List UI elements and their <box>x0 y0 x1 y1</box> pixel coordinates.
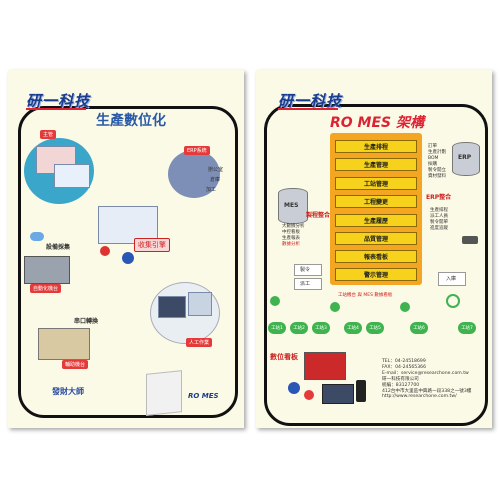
contact-tel: TEL：04-24518699 <box>382 359 426 364</box>
right-item-list: 生產排程 派工人員 製令開單 進度追蹤 <box>430 208 448 232</box>
erp-integrate-label: ERP整合 <box>426 194 452 201</box>
order-label: 製令 <box>300 267 311 273</box>
erp-item-process: 加工 <box>206 187 217 193</box>
contact-email[interactable]: E-mail：service@researchone.com.tw <box>382 371 469 376</box>
erp-circle <box>168 150 220 198</box>
equipment-collect-label: 設備採集 <box>46 244 71 251</box>
manual-work-tag: 人工作業 <box>186 338 213 347</box>
footer-logo: 發財大師 <box>52 387 84 396</box>
flow-node <box>400 302 410 312</box>
management-screen-2 <box>54 164 90 188</box>
erp-item: 生產計劃 <box>428 150 446 155</box>
laptop-image <box>322 384 354 404</box>
stock-in-box <box>438 272 466 286</box>
left-page-frame <box>18 106 238 418</box>
auto-machine-image <box>24 256 70 284</box>
gear-icon <box>122 252 134 264</box>
erp-item: 採購 <box>428 162 437 167</box>
collect-dashboard <box>98 206 158 244</box>
mobile-image <box>356 380 366 402</box>
auto-machine-tag: 自動化機台 <box>30 284 62 293</box>
contact-company: 研一科技有限公司 <box>382 377 419 382</box>
mes-item: 中控看板 <box>282 230 300 235</box>
module-production-schedule: 生產排程 <box>335 140 417 153</box>
mes-item: 大數據分析 <box>282 224 305 229</box>
module-engineering-change: 工程變更 <box>335 195 417 208</box>
mes-integrate-label: 製程整合 <box>306 212 331 219</box>
right-item: 生產排程 <box>430 208 448 213</box>
digital-board-screen <box>304 352 346 380</box>
module-station-management: 工站管理 <box>335 177 417 190</box>
gear-icon <box>288 382 300 394</box>
checkmark-icon <box>446 294 460 308</box>
erp-database-icon <box>452 142 480 176</box>
digital-board-title: 數位看板 <box>270 353 298 361</box>
flow-step: 工站3 <box>312 322 330 334</box>
mes-item: 數據分析 <box>282 242 300 247</box>
flow-step: 工站7 <box>458 322 476 334</box>
manual-screen <box>158 296 186 318</box>
left-brochure-page <box>8 70 244 428</box>
footer-product-name: RO MES <box>188 392 219 400</box>
mes-database-icon <box>278 188 308 224</box>
product-box-image <box>146 370 182 416</box>
right-item: 派工人員 <box>430 214 448 219</box>
right-brand-underline <box>278 108 338 110</box>
module-alert-management: 警示管理 <box>335 268 417 281</box>
module-report-board: 報表看板 <box>335 250 417 263</box>
cloud-icon <box>30 232 44 241</box>
flow-step: 工站2 <box>290 322 308 334</box>
flow-step: 工站6 <box>410 322 428 334</box>
erp-database-label: ERP <box>458 154 472 161</box>
module-production-history: 生產履歷 <box>335 214 417 227</box>
left-page-title: 生產數位化 <box>96 113 166 129</box>
erp-item: 訂單 <box>428 144 437 149</box>
assist-machine-image <box>38 328 90 360</box>
mes-item: 生產報表 <box>282 236 300 241</box>
manual-screen-2 <box>188 292 212 316</box>
erp-item: BOM <box>428 156 439 161</box>
truck-icon <box>462 236 478 244</box>
gear-icon <box>304 390 314 400</box>
erp-item-warehouse: 倉庫 <box>210 177 221 183</box>
left-brand-underline <box>26 108 86 110</box>
flow-step: 工站1 <box>268 322 286 334</box>
flow-caption: 工站機台 與 MES 數據看板 <box>338 293 393 298</box>
boss-tag: 主管 <box>40 130 57 139</box>
flow-step: 工站5 <box>366 322 384 334</box>
erp-item: 資材發料 <box>428 174 446 179</box>
erp-item-list: 訂單 生產計劃 BOM 採購 製令開立 資材發料 <box>428 144 446 180</box>
contact-tax-id: 統編：83127700 <box>382 383 420 388</box>
mes-item-list: 大數據分析 中控看板 生產報表 數據分析 <box>282 224 305 248</box>
flow-step: 工站4 <box>344 322 362 334</box>
flow-start-node <box>270 296 280 306</box>
right-item: 進度追蹤 <box>430 226 448 231</box>
erp-tag: ERP系統 <box>184 146 210 155</box>
serial-convert-label: 串口轉換 <box>74 318 99 325</box>
module-quality-management: 品質管理 <box>335 232 417 245</box>
contact-fax: FAX：04-24565366 <box>382 365 426 370</box>
right-item: 製令開單 <box>430 220 448 225</box>
right-page-title: RO MES 架構 <box>330 115 425 131</box>
assist-machine-tag: 輔助機台 <box>62 360 89 369</box>
contact-website[interactable]: http://www.researchone.com.tw/ <box>382 394 457 399</box>
module-production-management: 生產管理 <box>335 158 417 171</box>
flow-node <box>330 302 340 312</box>
dispatch-box <box>294 278 322 290</box>
stock-in-label: 入庫 <box>446 276 457 282</box>
left-brand-logo: 研一科技 <box>26 92 91 110</box>
right-brand-logo: 研一科技 <box>278 92 343 110</box>
contact-address: 412台中市大里區中興路一段338之一號3樓 <box>382 389 472 394</box>
order-box <box>294 264 322 276</box>
erp-item-office: 辦公室 <box>208 167 224 173</box>
mes-database-label: MES <box>284 202 299 209</box>
alarm-icon <box>100 246 110 256</box>
dispatch-label: 派工 <box>300 281 311 287</box>
right-page-frame <box>264 104 488 426</box>
erp-item: 製令開立 <box>428 168 446 173</box>
collect-engine-tag: 收集引擎 <box>134 238 170 252</box>
